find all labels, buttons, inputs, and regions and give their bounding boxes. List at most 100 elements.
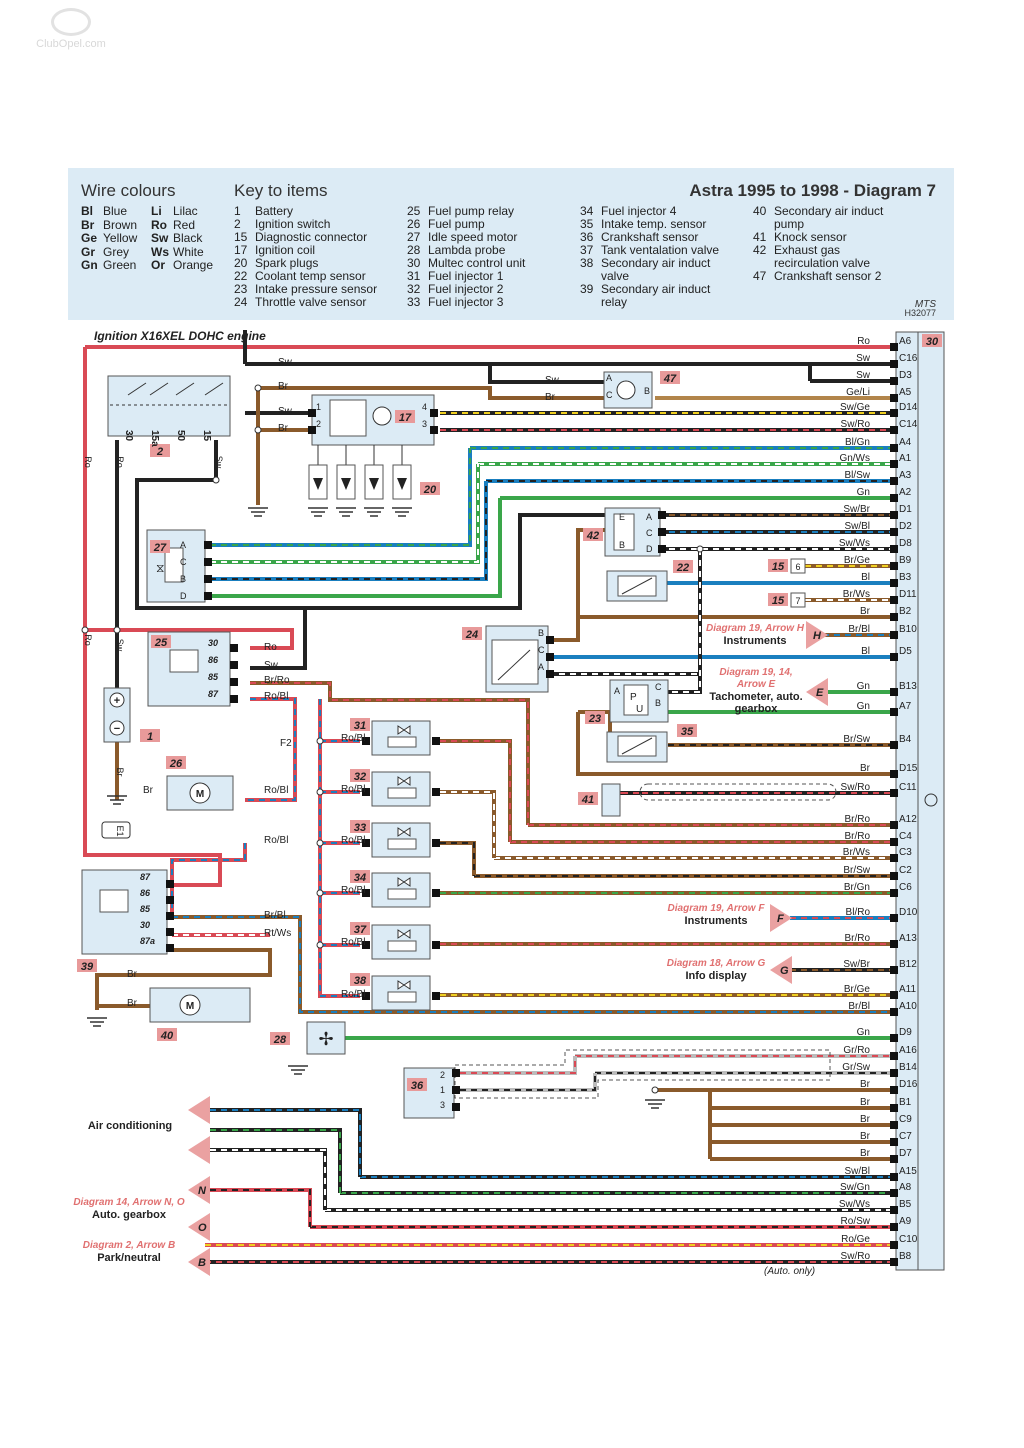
component-27-number: 27 bbox=[153, 542, 167, 554]
ecu-pin-label: D5 bbox=[899, 646, 912, 657]
inline-wire-label: Sw bbox=[545, 375, 560, 386]
diag-pin-number: 6 bbox=[795, 562, 800, 572]
key-item-number: 23 bbox=[234, 282, 248, 296]
ecu-pin-connector bbox=[890, 528, 898, 536]
connector-pin bbox=[452, 1069, 460, 1077]
key-item-label: Spark plugs bbox=[255, 256, 319, 270]
tps-br bbox=[548, 617, 580, 642]
switch-contact bbox=[149, 382, 169, 396]
wire-colour-label: Bl bbox=[861, 572, 870, 583]
arrow-letter: H bbox=[813, 630, 822, 642]
connector-pin bbox=[230, 644, 238, 652]
motor-letter: M bbox=[186, 1001, 194, 1012]
wire-colour-label: Br/Ws bbox=[843, 847, 870, 858]
connector-pin bbox=[230, 678, 238, 686]
key-item-label: Throttle valve sensor bbox=[255, 295, 367, 309]
egr-pin: D bbox=[646, 544, 653, 554]
wire-colour-label: Gn bbox=[857, 487, 870, 498]
sensor-pin: A bbox=[606, 373, 612, 383]
key-item-label: Battery bbox=[255, 204, 294, 218]
ecu-pin-label: D14 bbox=[899, 402, 918, 413]
ecu-pin-label: D11 bbox=[899, 589, 917, 600]
inline-wire-label: Ro/Bl bbox=[264, 785, 288, 796]
idle-pin: A bbox=[180, 540, 186, 550]
connector-pin bbox=[166, 928, 174, 936]
ecu-pin-connector bbox=[890, 741, 898, 749]
wire-colour-label: Br bbox=[860, 1131, 871, 1142]
knock-shield bbox=[639, 783, 837, 801]
component-badge bbox=[583, 528, 603, 541]
wire-colour-label: Sw/Ro bbox=[841, 1251, 871, 1262]
ecu-pin-label: D15 bbox=[899, 763, 918, 774]
key-item-label: Fuel injector 1 bbox=[428, 269, 504, 283]
ignition-switch-pin: 15 bbox=[201, 430, 212, 442]
key-item-label: Diagnostic connector bbox=[255, 230, 368, 244]
callout-label: Park/neutral bbox=[97, 1252, 161, 1264]
connector-pin bbox=[432, 941, 440, 949]
arrow-right-icon bbox=[806, 621, 828, 649]
wire-node bbox=[316, 737, 324, 745]
injector-coil bbox=[387, 838, 417, 850]
ecu-pin-connector bbox=[890, 631, 898, 639]
component-badge bbox=[768, 559, 788, 572]
ecu-pin-label: B9 bbox=[899, 555, 912, 566]
wire-colour-label: Sw/Ro bbox=[841, 782, 871, 793]
inj1-return-stripe bbox=[440, 740, 511, 842]
relay-pin: 85 bbox=[208, 672, 219, 682]
wire-node bbox=[316, 788, 324, 796]
component-badge bbox=[350, 870, 370, 883]
connector-pin bbox=[230, 661, 238, 669]
switch-contact bbox=[204, 382, 224, 396]
ecu-pin-connector bbox=[890, 511, 898, 519]
wire-colour-code: Ge bbox=[81, 231, 98, 246]
arrow-letter: N bbox=[198, 1185, 207, 1197]
ecu-pin-connector bbox=[890, 1241, 898, 1249]
ecu-pin-label: B12 bbox=[899, 959, 917, 970]
connector-pin bbox=[166, 912, 174, 920]
wire-colour-label: Ro/Ge bbox=[841, 1234, 870, 1245]
key-item-label: Intake pressure sensor bbox=[255, 282, 378, 296]
injector-valve-icon bbox=[397, 877, 411, 887]
ecu-pin-connector bbox=[890, 914, 898, 922]
nb-rosw-stripe bbox=[210, 1189, 311, 1227]
wire-colour-label: Br/Ws bbox=[843, 589, 870, 600]
ecu-pin-label: B13 bbox=[899, 681, 917, 692]
ecu-pin-connector bbox=[890, 477, 898, 485]
ro-relay bbox=[85, 628, 294, 650]
inline-wire-label: Br bbox=[278, 381, 289, 392]
inj2-return-stripe bbox=[440, 791, 495, 858]
idle-d bbox=[210, 498, 502, 598]
inline-wire-label: Ro/Bl bbox=[264, 691, 288, 702]
coil-pin: 1 bbox=[316, 402, 321, 412]
ecu-pin-label: C16 bbox=[899, 353, 918, 364]
feed-ro-relay bbox=[83, 840, 222, 887]
diag-pin-number: 7 bbox=[795, 596, 800, 606]
ecu-pin-label: D9 bbox=[899, 1027, 912, 1038]
key-item-number: 1 bbox=[234, 204, 241, 218]
ecu-pin-connector bbox=[890, 872, 898, 880]
wire-colour-label: Ro/Sw bbox=[841, 1216, 871, 1227]
key-item: recirculation valve bbox=[753, 257, 922, 270]
relay-pin: 85 bbox=[140, 904, 151, 914]
wire-colour-label: Br bbox=[860, 1114, 871, 1125]
ecu-pin-connector bbox=[890, 343, 898, 351]
connector-pin bbox=[452, 1086, 460, 1094]
battery-minus: − bbox=[114, 723, 120, 735]
wire-colour-code2: Or bbox=[151, 258, 166, 273]
component-badge bbox=[462, 627, 482, 640]
idle-motor-coil bbox=[164, 547, 184, 583]
ecu-pin-label: A9 bbox=[899, 1216, 912, 1227]
key-item-label: Crankshaft sensor bbox=[601, 230, 699, 244]
watermark-text: ClubOpel.com bbox=[36, 38, 106, 50]
key-item-number: 2 bbox=[234, 217, 241, 231]
spark-plug-icon bbox=[313, 478, 323, 490]
relay-brro bbox=[250, 681, 530, 825]
ecu-pin-label: A2 bbox=[899, 487, 912, 498]
ecu-pin-label: A7 bbox=[899, 701, 912, 712]
